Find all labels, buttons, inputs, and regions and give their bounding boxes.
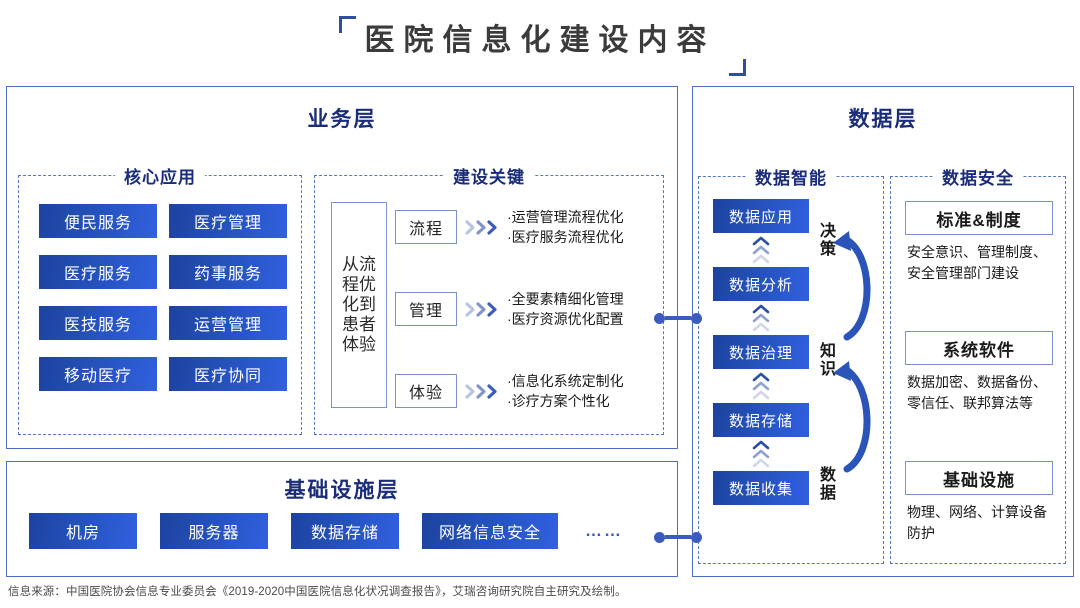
core-app-chip[interactable]: 移动医疗 xyxy=(39,357,157,391)
infrastructure-chip[interactable]: 服务器 xyxy=(160,513,268,549)
title-text: 医院信息化建设内容 xyxy=(364,24,716,58)
construction-key-row: 流程 ·运营管理流程优化 ·医疗服务流程优化 xyxy=(395,204,653,250)
key-detail-line: ·全要素精细化管理 xyxy=(507,290,624,307)
security-card: 基础设施 物理、网络、计算设备防护 xyxy=(905,461,1053,544)
flow-label-char: 据 xyxy=(819,484,836,502)
key-detail-line: ·医疗服务流程优化 xyxy=(507,229,624,245)
vertical-theme-line: 化到 xyxy=(342,294,376,314)
connector-dot xyxy=(654,312,665,324)
flow-label-char: 策 xyxy=(819,240,836,258)
data-intelligence-stack: 数据应用 数据分析 数据治理 xyxy=(713,199,809,505)
vertical-theme-text: 从流 程优 化到 患者 体验 xyxy=(342,255,376,355)
data-stage-chip[interactable]: 数据应用 xyxy=(713,199,809,233)
connector-business-to-data xyxy=(654,312,702,324)
vertical-theme-line: 体验 xyxy=(342,335,376,355)
data-stage-chip[interactable]: 数据治理 xyxy=(713,335,809,369)
vertical-theme-line: 患者 xyxy=(342,315,376,335)
flow-label-char: 决 xyxy=(819,223,836,240)
triple-chevron-up-icon xyxy=(750,369,772,403)
core-app-chip[interactable]: 医疗服务 xyxy=(39,255,157,289)
construction-key-row: 体验 ·信息化系统定制化 ·诊疗方案个性化 xyxy=(395,368,653,414)
security-card: 标准&制度 安全意识、管理制度、安全管理部门建设 xyxy=(905,201,1053,284)
triple-chevron-right-icon xyxy=(465,383,499,400)
section-core-applications: 核心应用 便民服务 医疗管理 医疗服务 药事服务 医技服务 运营管理 移动医疗 … xyxy=(18,163,302,435)
corner-bracket-top-left-icon xyxy=(338,16,356,34)
infrastructure-layer-title: 基础设施层 xyxy=(284,479,400,502)
connector-bar xyxy=(665,535,691,539)
key-detail-lines: ·全要素精细化管理 ·医疗资源优化配置 xyxy=(507,289,624,330)
flow-label-char: 知 xyxy=(819,343,836,360)
data-security-label: 数据安全 xyxy=(933,164,1023,189)
security-card-body: 安全意识、管理制度、安全管理部门建设 xyxy=(907,244,1047,281)
core-applications-label: 核心应用 xyxy=(115,163,205,188)
section-construction-keys: 建设关键 从流 程优 化到 患者 体验 流程 xyxy=(314,163,664,435)
connector-infrastructure-to-data xyxy=(654,531,702,543)
security-card-title: 基础设施 xyxy=(905,461,1053,495)
data-flow-arcs xyxy=(829,191,889,551)
triple-chevron-up-icon xyxy=(750,437,772,471)
core-app-chip[interactable]: 医疗管理 xyxy=(169,204,287,238)
corner-bracket-bottom-right-icon xyxy=(728,58,746,76)
section-data-intelligence: 数据智能 数据应用 数据分析 数据治理 xyxy=(698,164,884,564)
connector-dot xyxy=(691,312,702,324)
ellipsis-more-icon: …… xyxy=(585,521,624,540)
flow-label-knowledge: 知 识 xyxy=(817,343,839,378)
flow-label-char: 数 xyxy=(819,467,836,484)
key-detail-line: ·信息化系统定制化 xyxy=(507,372,624,389)
triple-chevron-up-icon xyxy=(750,233,772,267)
key-detail-lines: ·运营管理流程优化 ·医疗服务流程优化 xyxy=(507,207,624,248)
key-tag[interactable]: 体验 xyxy=(395,374,457,408)
core-app-chip[interactable]: 便民服务 xyxy=(39,204,157,238)
security-card-body: 数据加密、数据备份、零信任、联邦算法等 xyxy=(907,374,1047,411)
security-card-title: 标准&制度 xyxy=(905,201,1053,235)
security-card-body: 物理、网络、计算设备防护 xyxy=(907,504,1047,541)
panel-infrastructure-layer: 基础设施层 机房 服务器 数据存储 网络信息安全 …… xyxy=(6,461,678,577)
core-app-chip[interactable]: 药事服务 xyxy=(169,255,287,289)
vertical-theme-line: 从流 xyxy=(342,254,376,274)
construction-key-rows: 流程 ·运营管理流程优化 ·医疗服务流程优化 管理 xyxy=(395,202,653,414)
core-app-chip[interactable]: 医技服务 xyxy=(39,306,157,340)
key-tag[interactable]: 管理 xyxy=(395,292,457,326)
construction-key-row: 管理 ·全要素精细化管理 ·医疗资源优化配置 xyxy=(395,286,653,332)
connector-bar xyxy=(665,316,691,320)
security-card-title: 系统软件 xyxy=(905,331,1053,365)
core-app-chip[interactable]: 医疗协同 xyxy=(169,357,287,391)
security-card: 系统软件 数据加密、数据备份、零信任、联邦算法等 xyxy=(905,331,1053,414)
key-tag[interactable]: 流程 xyxy=(395,210,457,244)
key-detail-line: ·运营管理流程优化 xyxy=(507,208,624,225)
data-stage-chip[interactable]: 数据收集 xyxy=(713,471,809,505)
infrastructure-chip[interactable]: 数据存储 xyxy=(291,513,399,549)
business-layer-title: 业务层 xyxy=(307,108,377,131)
core-app-chip[interactable]: 运营管理 xyxy=(169,306,287,340)
flow-label-data: 数 据 xyxy=(817,467,839,502)
key-detail-line: ·诊疗方案个性化 xyxy=(507,393,610,409)
diagram-title: 医院信息化建设内容 xyxy=(0,6,1080,76)
data-stage-chip[interactable]: 数据存储 xyxy=(713,403,809,437)
connector-dot xyxy=(691,531,702,543)
triple-chevron-right-icon xyxy=(465,219,499,236)
vertical-theme-box: 从流 程优 化到 患者 体验 xyxy=(331,202,387,408)
flow-label-char: 识 xyxy=(819,360,836,378)
flow-label-decision: 决 策 xyxy=(817,223,839,258)
key-detail-lines: ·信息化系统定制化 ·诊疗方案个性化 xyxy=(507,371,624,412)
infrastructure-chip[interactable]: 网络信息安全 xyxy=(422,513,559,549)
data-layer-title: 数据层 xyxy=(848,108,918,131)
section-data-security: 数据安全 标准&制度 安全意识、管理制度、安全管理部门建设 系统软件 数据加密、… xyxy=(890,164,1066,564)
data-intelligence-label: 数据智能 xyxy=(746,164,836,189)
infrastructure-chip[interactable]: 机房 xyxy=(29,513,137,549)
vertical-theme-line: 程优 xyxy=(342,274,376,294)
connector-dot xyxy=(654,531,665,543)
core-applications-grid: 便民服务 医疗管理 医疗服务 药事服务 医技服务 运营管理 移动医疗 医疗协同 xyxy=(39,204,287,391)
triple-chevron-right-icon xyxy=(465,301,499,318)
key-detail-line: ·医疗资源优化配置 xyxy=(507,311,624,327)
triple-chevron-up-icon xyxy=(750,301,772,335)
construction-keys-label: 建设关键 xyxy=(444,163,534,188)
source-footnote: 信息来源：中国医院协会信息专业委员会《2019-2020中国医院信息化状况调查报… xyxy=(8,586,627,598)
infrastructure-items-row: 机房 服务器 数据存储 网络信息安全 …… xyxy=(29,513,623,549)
data-stage-chip[interactable]: 数据分析 xyxy=(713,267,809,301)
